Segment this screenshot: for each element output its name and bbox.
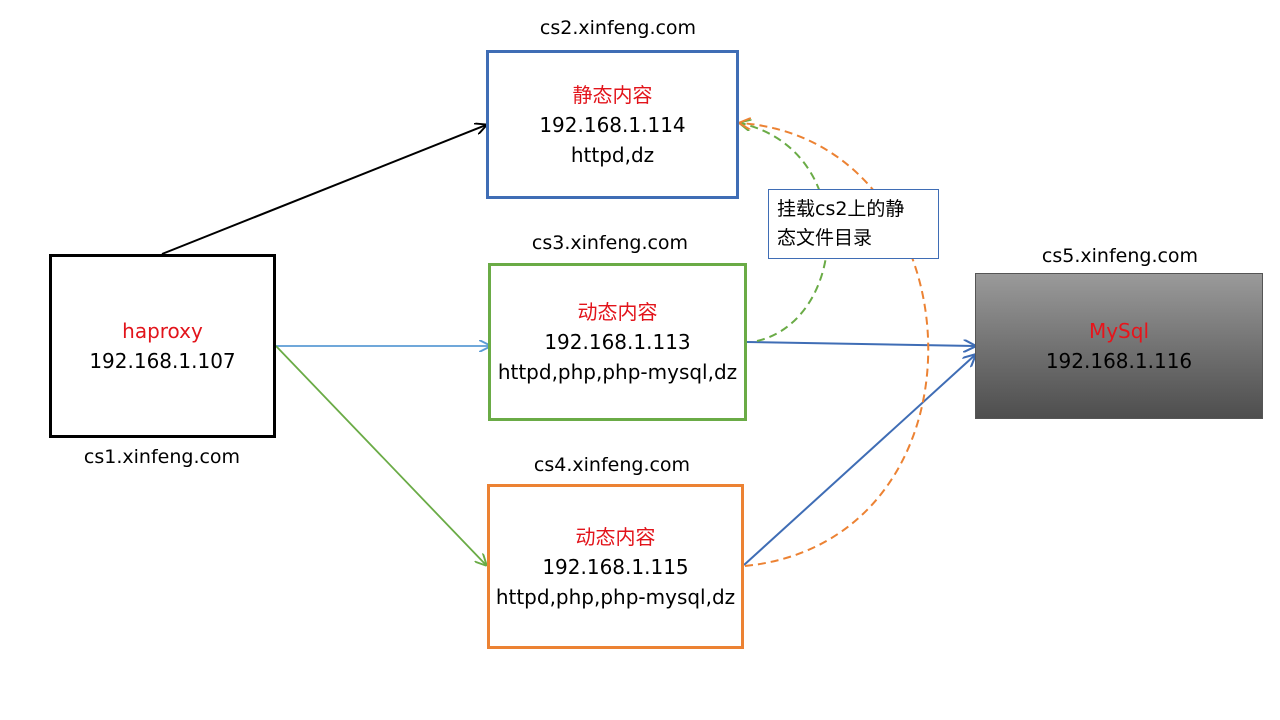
- node-role-cs3: 动态内容: [577, 300, 658, 324]
- hostname-cs2: cs2.xinfeng.com: [539, 17, 697, 39]
- mount-note-line-2: 态文件目录: [777, 227, 873, 249]
- hostname-cs3: cs3.xinfeng.com: [531, 232, 689, 254]
- node-services-cs2: httpd,dz: [570, 142, 655, 167]
- hostname-cs5: cs5.xinfeng.com: [1041, 245, 1199, 267]
- node-ip-cs4: 192.168.1.115: [542, 554, 689, 579]
- mount-note-callout: 挂载cs2上的静 态文件目录: [768, 189, 939, 259]
- node-services-cs3: httpd,php,php-mysql,dz: [497, 360, 738, 384]
- hostname-cs4: cs4.xinfeng.com: [533, 454, 691, 476]
- node-ip-cs3: 192.168.1.113: [544, 330, 691, 354]
- arrow-cs4-to-cs5: [743, 355, 975, 566]
- node-box-cs1: haproxy 192.168.1.107: [49, 254, 276, 438]
- node-ip-cs2: 192.168.1.114: [539, 112, 686, 137]
- node-box-cs3: 动态内容 192.168.1.113 httpd,php,php-mysql,d…: [488, 263, 747, 421]
- node-ip-cs1: 192.168.1.107: [89, 349, 236, 373]
- node-box-cs2: 静态内容 192.168.1.114 httpd,dz: [486, 50, 739, 199]
- node-box-cs4: 动态内容 192.168.1.115 httpd,php,php-mysql,d…: [487, 484, 744, 649]
- arrow-cs3-to-cs5: [746, 342, 975, 346]
- node-role-cs5: MySql: [1088, 319, 1150, 343]
- node-services-cs4: httpd,php,php-mysql,dz: [495, 584, 736, 609]
- arrow-cs1-to-cs2: [161, 125, 486, 255]
- node-ip-cs5: 192.168.1.116: [1045, 349, 1193, 373]
- node-role-cs2: 静态内容: [572, 82, 653, 107]
- node-role-cs4: 动态内容: [575, 524, 656, 549]
- node-box-cs5: MySql 192.168.1.116: [975, 273, 1263, 419]
- node-role-cs1: haproxy: [122, 319, 203, 343]
- mount-note-line-1: 挂载cs2上的静: [777, 198, 905, 220]
- arrow-cs1-to-cs4: [275, 345, 486, 565]
- hostname-cs1: cs1.xinfeng.com: [83, 446, 241, 468]
